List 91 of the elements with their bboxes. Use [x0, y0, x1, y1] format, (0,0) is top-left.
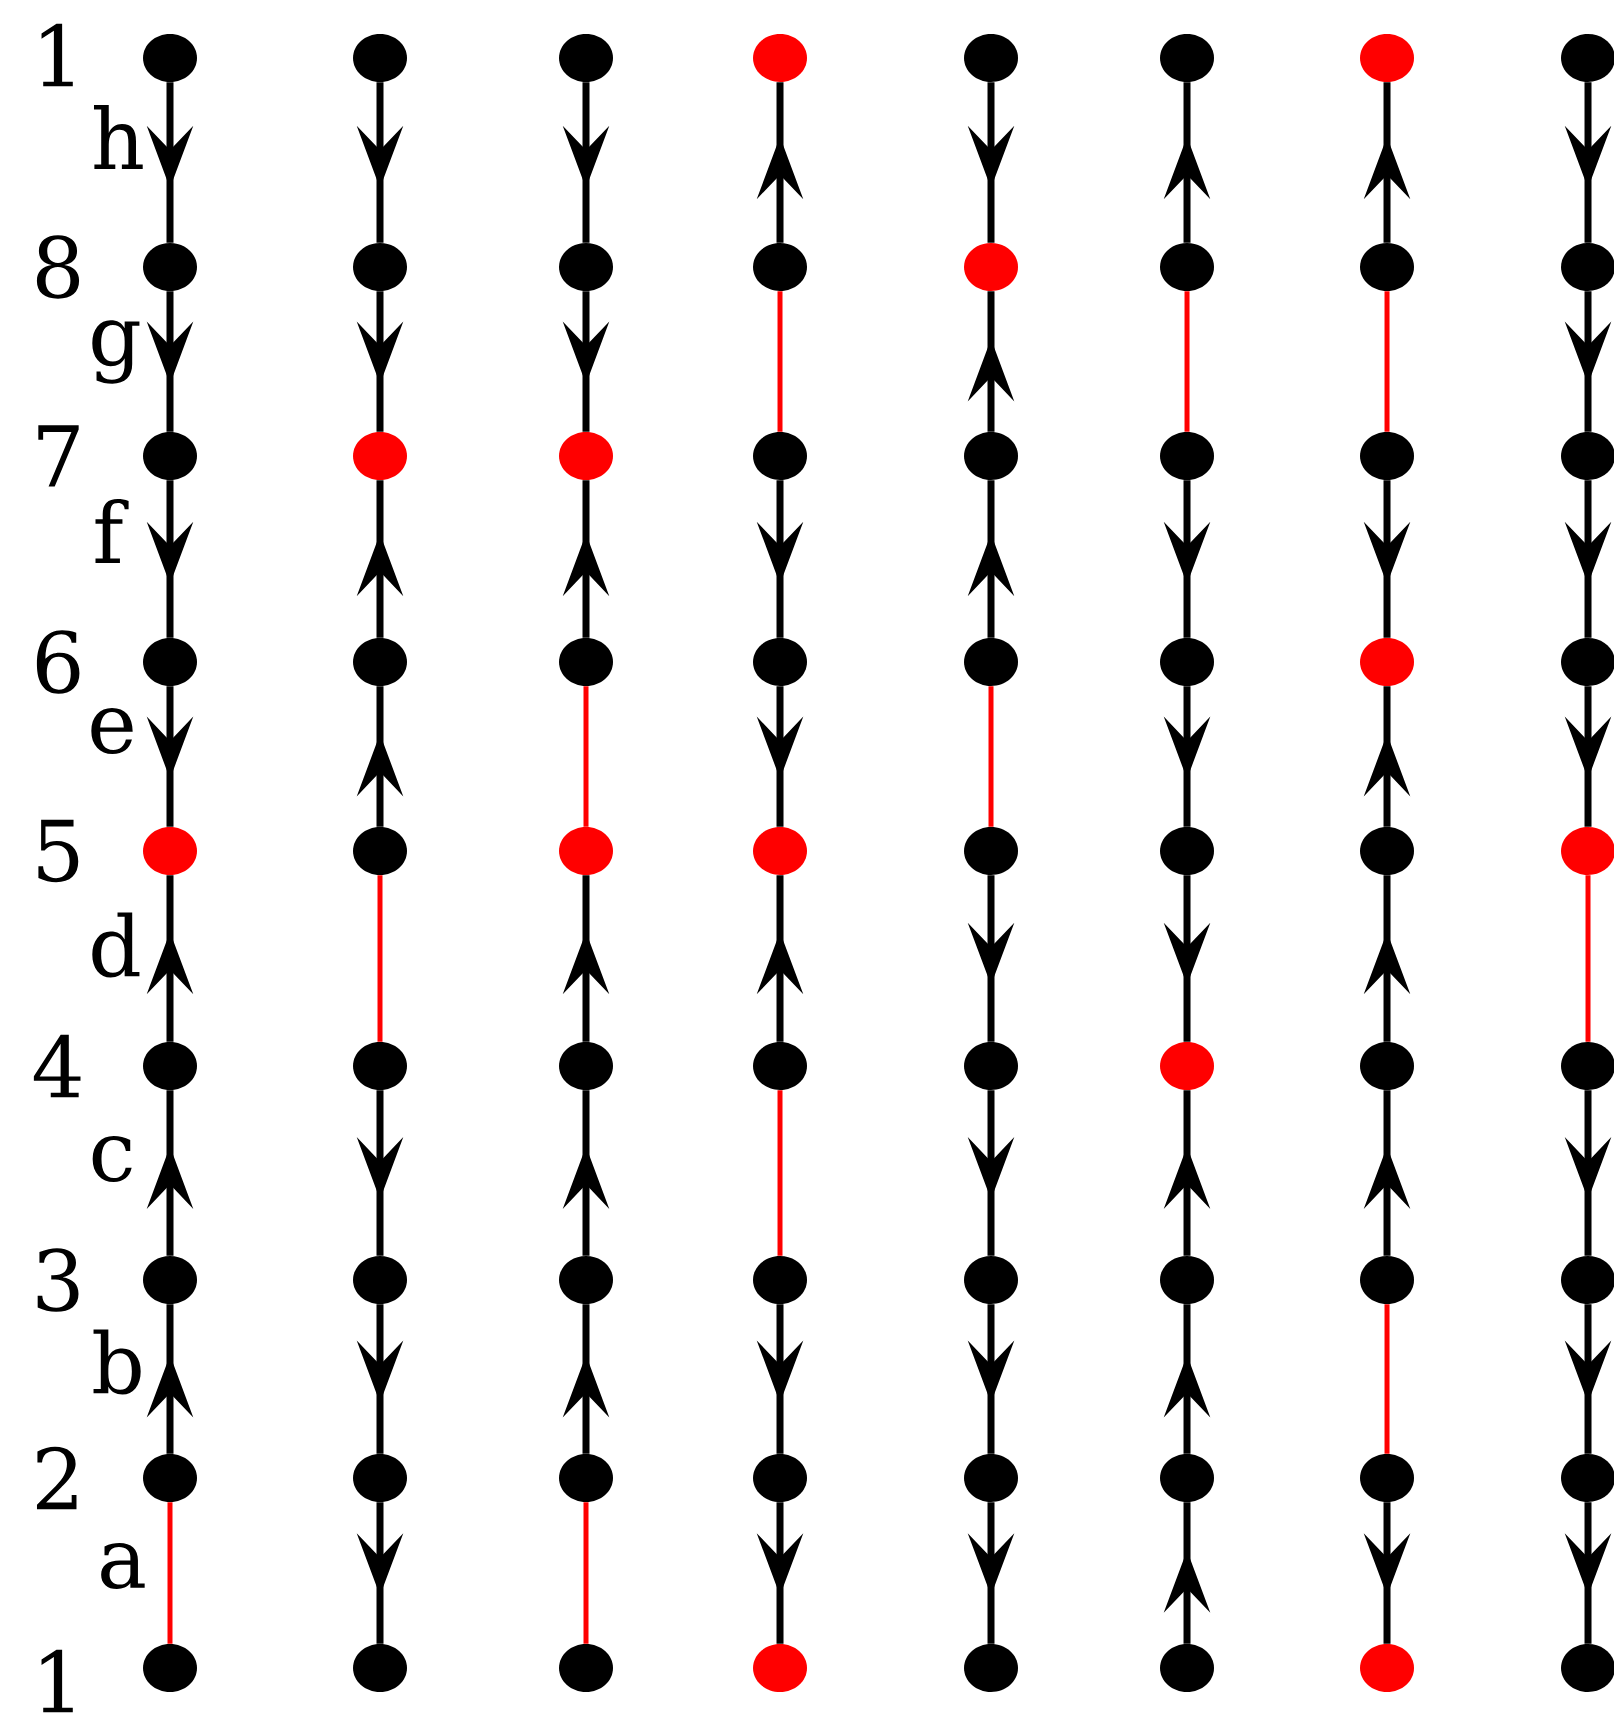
dot [143, 243, 197, 291]
dot [753, 1454, 807, 1502]
dot [1160, 638, 1214, 686]
dot [1360, 827, 1414, 875]
connector-line [1585, 875, 1591, 1042]
vertex-number: 3 [37, 1248, 79, 1312]
edge-letter: a [101, 1543, 145, 1589]
dot [353, 1256, 407, 1304]
dot [964, 243, 1018, 291]
dot [753, 1644, 807, 1692]
dot [1160, 1454, 1214, 1502]
dot [353, 638, 407, 686]
dot [1160, 34, 1214, 82]
dot [1160, 432, 1214, 480]
dot [559, 1256, 613, 1304]
dot [753, 432, 807, 480]
edge-letter: h [94, 105, 143, 169]
dot [559, 1454, 613, 1502]
dot [1160, 1644, 1214, 1692]
dot [559, 827, 613, 875]
dot [1360, 1256, 1414, 1304]
vertex-number: 4 [33, 1034, 81, 1098]
vertex-number: 5 [38, 819, 79, 883]
dot [143, 1042, 197, 1090]
dot [1160, 1256, 1214, 1304]
dot [353, 1644, 407, 1692]
dot [964, 1042, 1018, 1090]
connector-line [777, 1090, 783, 1256]
dot [964, 1454, 1018, 1502]
dot [1360, 432, 1414, 480]
connector-line [377, 875, 383, 1042]
dot [1160, 243, 1214, 291]
dot [143, 1454, 197, 1502]
edge-letter: b [93, 1329, 141, 1395]
dot [964, 827, 1018, 875]
dot [353, 34, 407, 82]
connector-line [988, 686, 994, 827]
connector-line [1184, 291, 1190, 432]
dot [1360, 34, 1414, 82]
dot [353, 1454, 407, 1502]
dot [753, 827, 807, 875]
edge-letter: c [92, 1136, 132, 1182]
dot [353, 1042, 407, 1090]
dot [559, 1042, 613, 1090]
dot [753, 1256, 807, 1304]
connector-line [167, 1502, 173, 1644]
dot [353, 432, 407, 480]
dot [964, 1644, 1018, 1692]
dot [1360, 243, 1414, 291]
vertex-number: 1 [41, 1649, 73, 1713]
connector-line [583, 686, 589, 827]
vertex-number: 7 [38, 425, 79, 487]
dot [143, 34, 197, 82]
dot [143, 432, 197, 480]
dot [753, 638, 807, 686]
dot [143, 638, 197, 686]
edge-letter: e [91, 708, 133, 754]
dot [559, 34, 613, 82]
dot [559, 638, 613, 686]
dot [143, 1644, 197, 1692]
dot [353, 827, 407, 875]
dot [353, 243, 407, 291]
dot [143, 1256, 197, 1304]
dot [964, 1256, 1018, 1304]
edge-letter: f [95, 499, 129, 563]
dot [559, 243, 613, 291]
connector-line [583, 1502, 589, 1644]
vertex-number: 2 [37, 1446, 77, 1510]
dot [559, 432, 613, 480]
dot [964, 432, 1018, 480]
dot [559, 1644, 613, 1692]
dot [1360, 1454, 1414, 1502]
dot [1160, 1042, 1214, 1090]
edge-letter: d [92, 912, 140, 978]
dot [753, 243, 807, 291]
vertex-number: 6 [36, 630, 80, 694]
dot [1360, 638, 1414, 686]
dot [753, 1042, 807, 1090]
edge-letter: g [92, 320, 140, 384]
vertex-number: 1 [41, 23, 73, 87]
dot [143, 827, 197, 875]
dot [964, 638, 1018, 686]
connector-line [1384, 1304, 1390, 1454]
connector-line [1384, 291, 1390, 432]
connector-line [777, 291, 783, 432]
vertex-number: 8 [36, 235, 80, 299]
dot [1360, 1042, 1414, 1090]
dot [1360, 1644, 1414, 1692]
dot [964, 34, 1018, 82]
dot [1160, 827, 1214, 875]
dot [753, 34, 807, 82]
